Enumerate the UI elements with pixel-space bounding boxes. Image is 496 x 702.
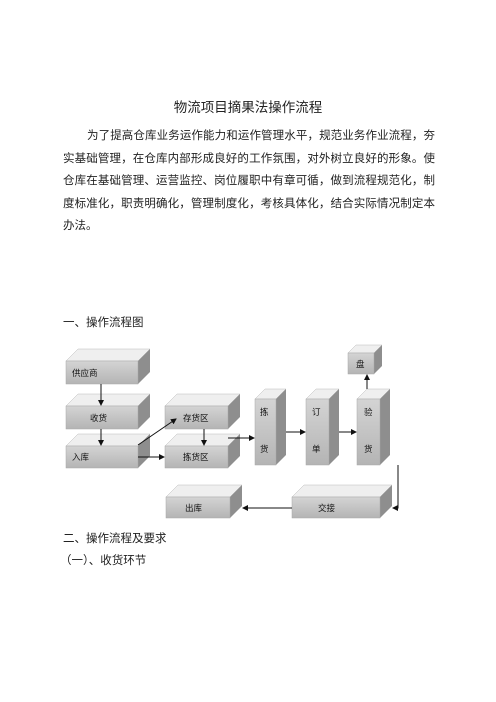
order-label-bottom: 单 — [312, 444, 321, 455]
picking-area-box: 拣货区 — [164, 433, 241, 469]
receive-label: 收货 — [90, 413, 108, 424]
flow-arrows — [98, 374, 399, 511]
stocktake-box: 盘 — [347, 344, 383, 375]
inspection-label-top: 验 — [364, 407, 373, 418]
handover-label: 交接 — [318, 503, 336, 514]
supplier-label: 供应商 — [72, 368, 98, 379]
pick-label-top: 拣 — [260, 407, 269, 418]
inspection-label-bottom: 货 — [364, 444, 373, 455]
inspection-box: 验 货 — [356, 388, 391, 466]
subsection-heading-receiving: （一）、收货环节 — [60, 553, 147, 567]
pick-label-bottom: 货 — [260, 444, 269, 455]
pick-box: 拣 货 — [254, 388, 287, 466]
storage-area-box: 存货区 — [164, 393, 241, 430]
storage-area-label: 存货区 — [183, 413, 209, 424]
inbound-label: 入库 — [72, 452, 90, 463]
section-heading-flowchart: 一、操作流程图 — [63, 315, 144, 329]
page-title: 物流项目摘果法操作流程 — [173, 100, 323, 116]
picking-area-label: 拣货区 — [183, 452, 209, 463]
inbound-box: 入库 — [65, 433, 151, 469]
arrow-inspection-handover — [392, 465, 399, 511]
arrow-inbound-storage — [137, 418, 177, 446]
order-label-top: 订 — [312, 407, 321, 418]
receive-box: 收货 — [65, 393, 151, 430]
outbound-label: 出库 — [185, 503, 203, 514]
section-heading-requirements: 二、操作流程及要求 — [63, 531, 167, 545]
supplier-box: 供应商 — [65, 348, 151, 385]
intro-paragraph: 为了提高仓库业务运作能力和运作管理水平，规范业务作业流程，夯实基础管理，在仓库内… — [63, 128, 435, 232]
outbound-box: 出库 — [165, 484, 243, 519]
stocktake-label: 盘 — [356, 359, 365, 370]
handover-box: 交接 — [291, 484, 393, 519]
order-box: 订 单 — [305, 388, 340, 466]
